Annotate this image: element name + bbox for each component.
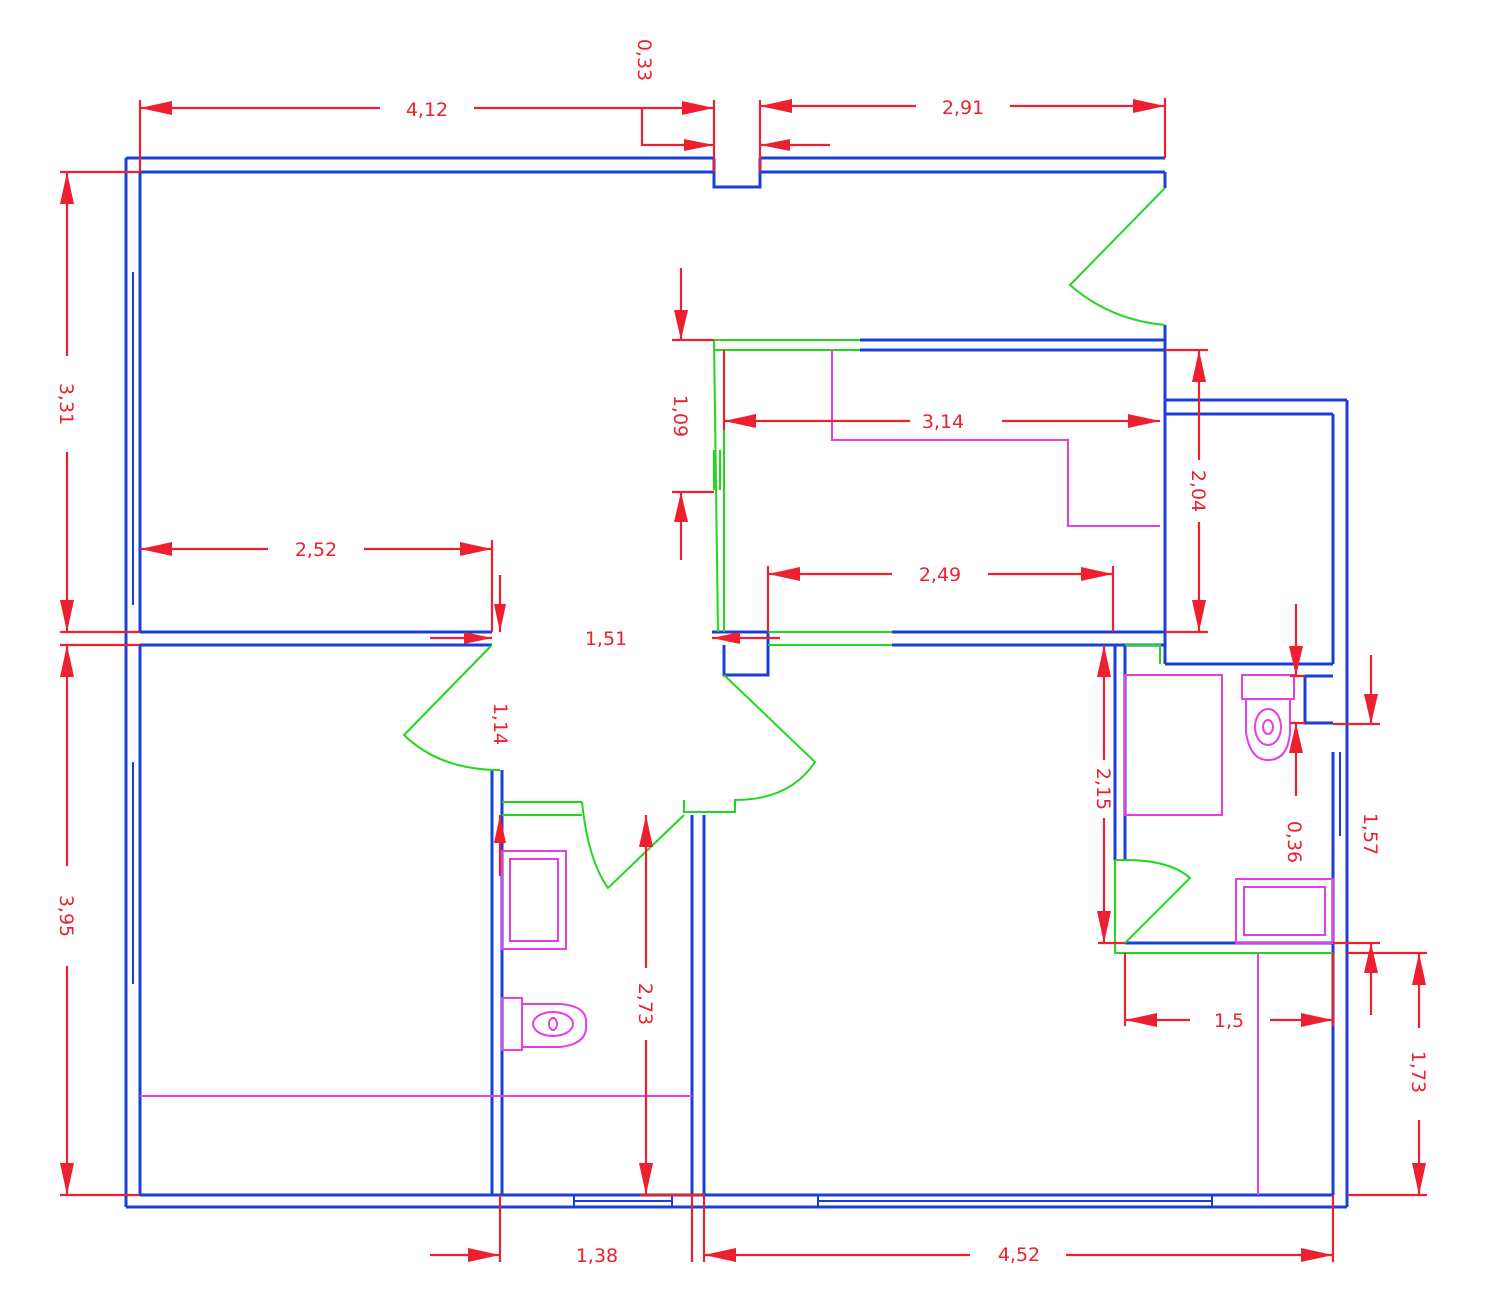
dim-hall-door: 1,14 [489, 703, 511, 745]
closet-top-wall [860, 338, 1165, 352]
bottom-wall [126, 1193, 1347, 1209]
ensuite-door [1115, 859, 1192, 944]
ensuite-sink [1235, 878, 1334, 944]
wardrobe-outline [831, 350, 1160, 527]
wc-niche-wall [1303, 674, 1333, 725]
dim-middle-width: 2,49 [919, 564, 961, 586]
top-opening-box [712, 158, 762, 189]
dim-lower-right-height: 1,73 [1407, 1051, 1429, 1093]
right-room-door [683, 674, 817, 813]
dimension-lines [60, 98, 1427, 1262]
partition-left [140, 630, 492, 647]
top-wall-left [126, 156, 714, 174]
dim-closet-height: 1,09 [669, 395, 691, 437]
closet-slider [713, 450, 721, 490]
dim-right-height: 2,04 [1187, 470, 1209, 512]
partition-door-frame [768, 631, 892, 646]
dim-window-right: 1,57 [1359, 813, 1381, 855]
left-window-upper [125, 272, 134, 605]
toilet-icon [501, 997, 588, 1051]
toilet-icon [1241, 674, 1295, 762]
dim-bath-width: 1,38 [576, 1245, 618, 1267]
dim-hall-width: 1,51 [585, 628, 627, 650]
bottom-window-1 [573, 1195, 673, 1207]
bath-wall-right [690, 815, 706, 1195]
dim-upper-room-depth: 3,31 [55, 383, 77, 425]
dim-top-right-width: 2,91 [942, 97, 984, 119]
bath-door [502, 801, 685, 890]
bath-sink [501, 850, 567, 950]
entry-door [1068, 187, 1166, 326]
right-step-wall [1165, 398, 1347, 416]
dim-closet-width: 3,14 [922, 411, 964, 433]
ensuite-wall-left [1113, 645, 1127, 860]
top-wall-right [760, 156, 1165, 174]
ensuite-shower [1124, 674, 1223, 816]
dim-left-room-width: 2,52 [295, 539, 337, 561]
dim-bath-height: 2,73 [634, 983, 656, 1025]
ensuite-sink-basin [1243, 886, 1326, 936]
dim-top-left-width: 4,12 [406, 99, 448, 121]
dim-opening-width: 0,33 [633, 39, 655, 81]
dim-ensuite-width: 1,5 [1214, 1010, 1244, 1032]
left-window-lower [125, 762, 134, 984]
left-room-door [402, 644, 501, 771]
bath-sink-basin [509, 858, 559, 942]
dim-wc-niche: 0,36 [1283, 821, 1305, 863]
fixtures [140, 350, 1334, 1195]
doors [402, 187, 1333, 954]
dim-bottom-right-width: 4,52 [998, 1244, 1040, 1266]
ensuite-frame [1114, 644, 1333, 954]
walls [124, 156, 1349, 1209]
partition-right [892, 630, 1165, 647]
dim-lower-room-depth: 3,95 [55, 895, 77, 937]
dimension-labels: 4,12 0,33 2,91 3,31 3,95 2,52 1,51 1,14 … [55, 39, 1429, 1267]
dim-ensuite-height: 2,15 [1092, 768, 1114, 810]
bottom-window-2 [817, 1195, 1213, 1207]
closet-frame [713, 339, 860, 633]
